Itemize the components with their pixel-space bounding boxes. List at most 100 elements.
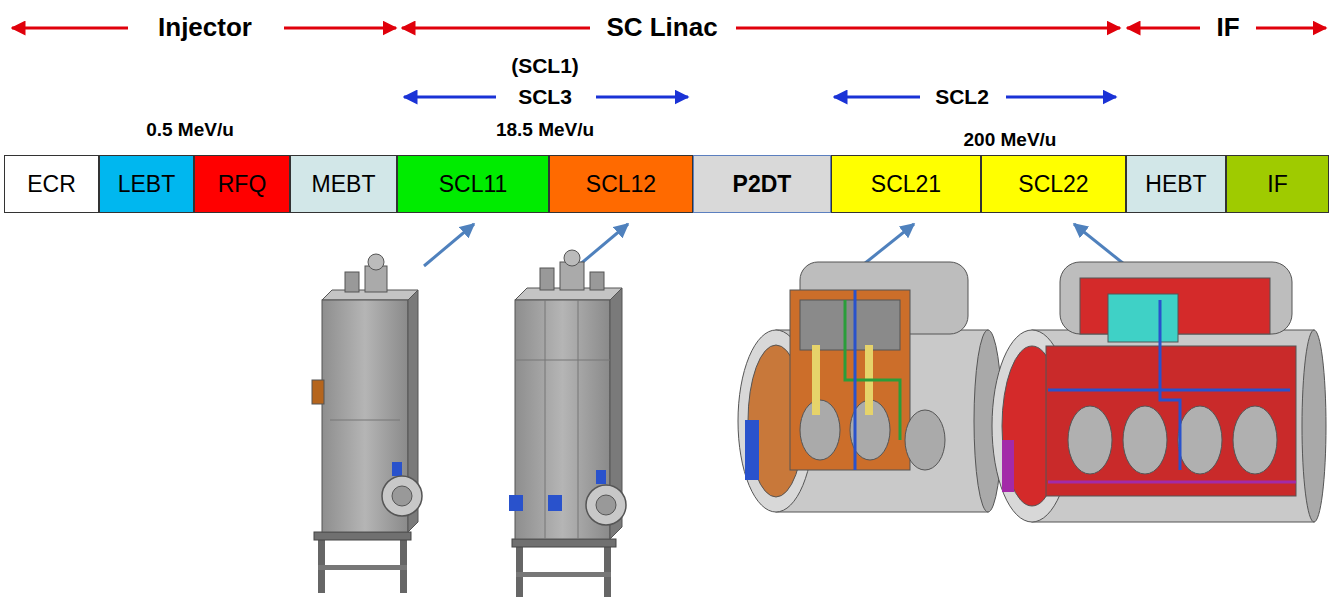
section-arrow: [404, 96, 496, 99]
stand-leg: [604, 545, 611, 597]
section-box: IF: [1226, 155, 1329, 213]
stand-top: [314, 532, 411, 540]
section-name: SCL22: [1018, 171, 1088, 198]
section-arrows: [404, 97, 1116, 98]
section-arrow: [1006, 96, 1116, 99]
section-name: IF: [1267, 171, 1287, 198]
cavity: [1178, 406, 1222, 474]
cavity: [1068, 406, 1112, 474]
label-text: 0.5 MeV/u: [146, 119, 234, 140]
top-fitting: [345, 272, 359, 292]
section-name: HEBT: [1145, 171, 1206, 198]
range-label: Injector: [155, 12, 255, 43]
port: [548, 495, 562, 511]
top-fitting: [540, 268, 554, 290]
section-arrow: [834, 96, 920, 99]
range-arrow: [402, 27, 590, 30]
stand-bar: [318, 565, 407, 570]
top-fitting: [590, 272, 604, 290]
panel-line: [545, 300, 546, 539]
port: [1002, 440, 1014, 492]
section-name: SCL12: [586, 171, 656, 198]
pointer-arrows: [424, 224, 1124, 266]
port: [596, 470, 606, 484]
panel-line: [515, 360, 610, 361]
stand-top: [512, 539, 616, 547]
pipe: [1160, 300, 1180, 470]
range-label: SCL3: [515, 85, 575, 109]
label-text: SC Linac: [606, 12, 717, 42]
cryomodule-scl22: [992, 262, 1326, 522]
pipe: [845, 300, 900, 440]
label-text: IF: [1216, 12, 1239, 42]
range-label: SC Linac: [603, 12, 720, 43]
coupler-core: [392, 486, 412, 506]
coupler: [586, 485, 626, 525]
section-box: SCL12: [549, 155, 693, 213]
stand-leg: [516, 545, 523, 597]
range-label: IF: [1213, 12, 1242, 43]
pipe: [1048, 481, 1296, 484]
section-box: LEBT: [99, 155, 194, 213]
section-box: SCL21: [831, 155, 981, 213]
range-arrow: [12, 27, 128, 30]
range-arrow: [736, 27, 1120, 30]
label-text: (SCL1): [511, 54, 579, 77]
section-name: LEBT: [118, 171, 176, 198]
vessel-body: [1032, 330, 1314, 522]
range-label: 0.5 MeV/u: [143, 119, 237, 141]
pointer-arrow: [864, 224, 914, 264]
cryomodule-scl11: [312, 254, 422, 593]
section-box: ECR: [4, 155, 99, 213]
range-label: 18.5 MeV/u: [493, 119, 597, 141]
support-rod: [812, 345, 820, 415]
port: [509, 495, 523, 511]
label-text: SCL2: [935, 85, 989, 108]
label-text: 200 MeV/u: [964, 129, 1057, 150]
label-text: SCL3: [518, 85, 572, 108]
port: [392, 462, 402, 476]
section-box: SCL11: [397, 155, 549, 213]
reservoir: [1108, 294, 1178, 342]
pointer-arrow: [424, 224, 474, 266]
coupler: [382, 476, 422, 516]
pipe: [854, 290, 857, 470]
section-box: MEBT: [290, 155, 397, 213]
section-name: SCL11: [439, 171, 508, 198]
section-box: SCL22: [981, 155, 1126, 213]
section-name: ECR: [27, 171, 76, 198]
cavity: [1123, 406, 1167, 474]
top-valve: [368, 254, 384, 270]
cryomodule-scl21: [738, 262, 1002, 512]
vessel-end: [1302, 330, 1326, 522]
range-arrow: [1127, 27, 1200, 30]
section-arrow: [596, 96, 688, 99]
port: [745, 420, 759, 480]
panel-line: [330, 420, 400, 421]
label-text: 18.5 MeV/u: [496, 119, 594, 140]
section-name: MEBT: [312, 171, 376, 198]
cavity: [905, 410, 945, 470]
flange: [312, 380, 324, 404]
range-label: (SCL1): [508, 54, 582, 78]
section-name: SCL21: [871, 171, 941, 198]
pointer-arrow: [578, 224, 628, 266]
section-name: RFQ: [218, 171, 267, 198]
range-arrow: [284, 27, 396, 30]
top-valve: [564, 250, 580, 266]
pipe: [1048, 389, 1290, 392]
range-label: 200 MeV/u: [961, 129, 1060, 151]
label-text: Injector: [158, 12, 252, 42]
thermal-shield: [1046, 346, 1296, 496]
range-arrow: [1256, 27, 1326, 30]
cavity: [1233, 406, 1277, 474]
pointer-arrow: [1074, 224, 1124, 264]
section-box: P2DT: [693, 155, 831, 213]
thermal-shield: [790, 290, 910, 470]
stand-bar: [516, 572, 611, 577]
range-label: SCL2: [932, 85, 992, 109]
section-box: RFQ: [194, 155, 290, 213]
coupler-core: [596, 495, 616, 515]
